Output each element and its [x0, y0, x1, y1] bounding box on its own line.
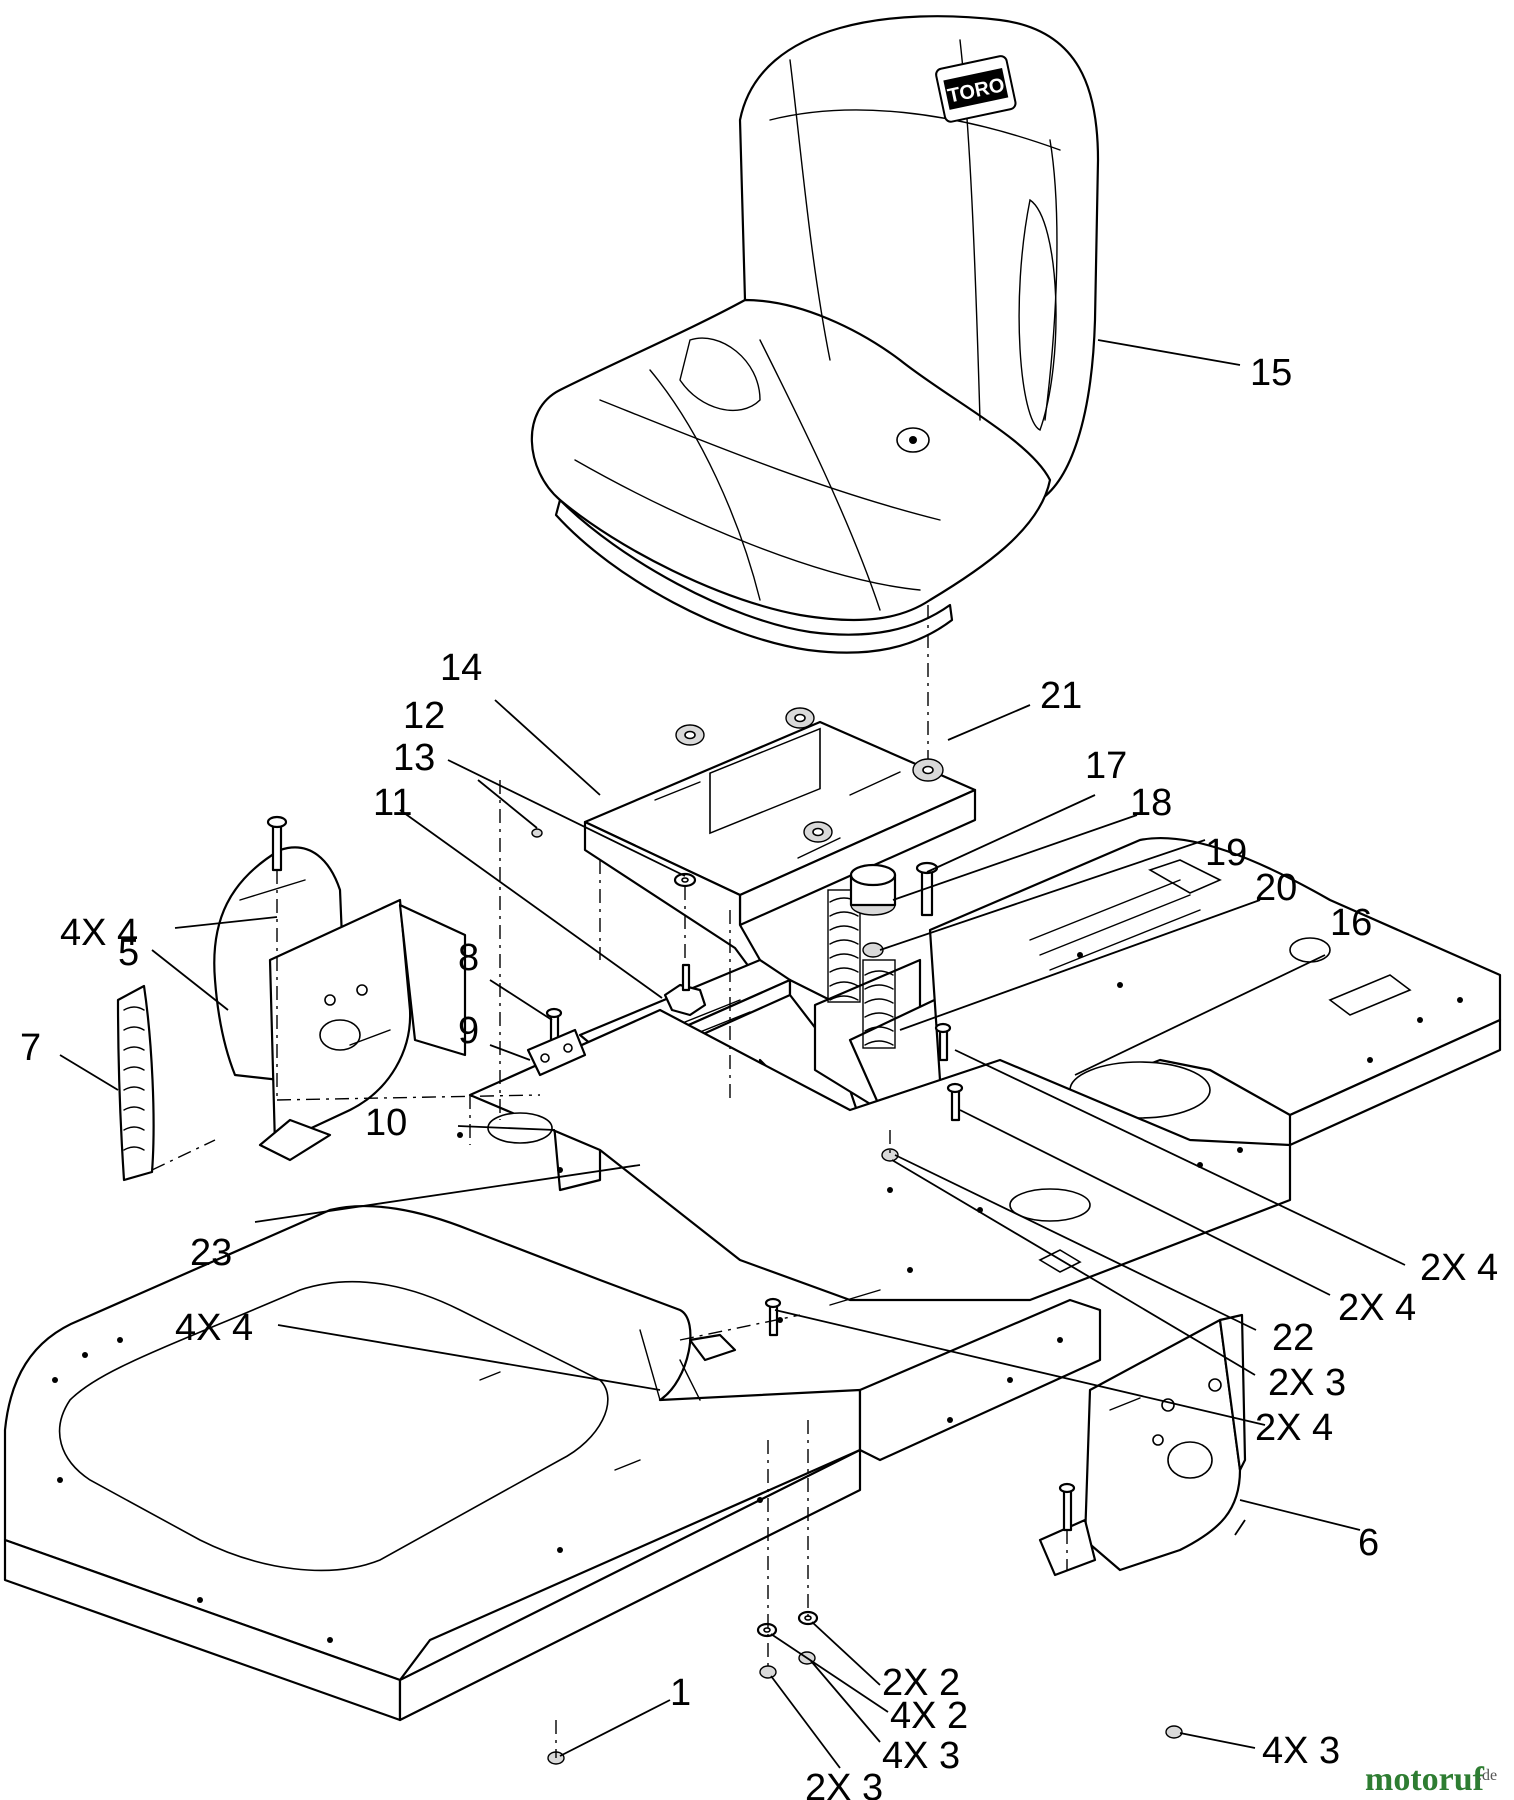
callout-14: 14	[440, 647, 482, 689]
callout-5: 5	[118, 932, 139, 974]
callout-22: 22	[1272, 1317, 1314, 1359]
callout-4x3-b: 4X 3	[1262, 1730, 1340, 1772]
callout-2x3-b: 2X 3	[805, 1767, 883, 1800]
seat: TORO	[530, 15, 1100, 654]
callout-4x4-left: 4X 4	[60, 912, 138, 954]
callout-11: 11	[373, 782, 412, 824]
left-side-bracket	[213, 846, 467, 1162]
callout-9: 9	[458, 1010, 479, 1052]
callout-18: 18	[1130, 782, 1172, 824]
grommet	[803, 821, 833, 843]
callout-16: 16	[1330, 902, 1372, 944]
callout-6: 6	[1358, 1522, 1379, 1564]
leader-lines	[59, 339, 1406, 1769]
chassis-frame	[3, 836, 1502, 1722]
watermark-name: motoruf	[1365, 1761, 1485, 1798]
callout-15: 15	[1250, 352, 1292, 394]
callout-20: 20	[1255, 867, 1297, 909]
callout-19: 19	[1205, 832, 1247, 874]
grommet	[675, 724, 705, 746]
handle-grip	[116, 984, 155, 1182]
callout-13: 13	[393, 737, 435, 779]
callout-1: 1	[670, 1672, 691, 1714]
callout-2x4-b: 2X 4	[1338, 1287, 1416, 1329]
watermark: motoruf .de	[1365, 1761, 1497, 1798]
callout-17: 17	[1085, 745, 1127, 787]
callout-23: 23	[190, 1232, 232, 1274]
callout-2x3-a: 2X 3	[1268, 1362, 1346, 1404]
callout-21: 21	[1040, 675, 1082, 717]
grommet	[912, 758, 944, 782]
callout-4x3-a: 4X 3	[882, 1735, 960, 1777]
callout-labels: 15 14 21 12 13 11 17 18 19 20 16 4X 4 5 …	[20, 352, 1498, 1800]
callout-2x2: 2X 2	[882, 1662, 960, 1704]
callout-10: 10	[365, 1102, 407, 1144]
callout-12: 12	[403, 695, 445, 737]
callout-4x2: 4X 2	[890, 1695, 968, 1737]
grommet	[785, 707, 815, 729]
callout-7: 7	[20, 1027, 41, 1069]
callout-2x4-a: 2X 4	[1420, 1247, 1498, 1289]
callout-2x4-c: 2X 4	[1255, 1407, 1333, 1449]
watermark-tld: .de	[1478, 1767, 1497, 1784]
callout-8: 8	[458, 937, 479, 979]
right-side-bracket	[1038, 1313, 1247, 1577]
seat-mounting-plate	[583, 707, 977, 977]
callout-4x4-mid: 4X 4	[175, 1307, 253, 1349]
